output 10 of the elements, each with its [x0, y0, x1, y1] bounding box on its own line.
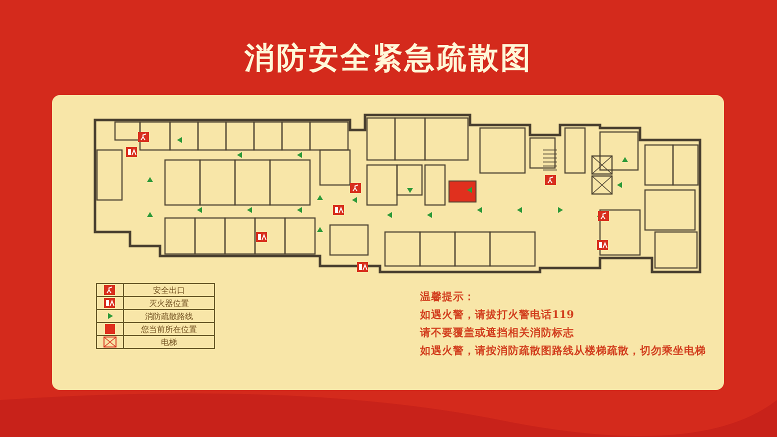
notice-text: 如遇火警，请按消防疏散图路线从楼梯疏散，切勿乘坐电梯 — [420, 344, 706, 358]
legend-text: 灭火器位置 — [149, 298, 189, 308]
title: 消防安全紧急疏散图 — [244, 40, 534, 78]
legend-text: 消防疏散路线 — [145, 312, 193, 320]
legend-text: 电梯 — [161, 338, 177, 346]
notice-text: 请不要覆盖或遮挡相关消防标志 — [420, 326, 574, 340]
notice-heading: 温馨提示： — [420, 290, 475, 304]
legend-text: 安全出口 — [153, 286, 185, 294]
legend-text: 您当前所在位置 — [141, 324, 197, 334]
notice-text: 如遇火警，请拔打火警电话119 — [420, 308, 574, 322]
